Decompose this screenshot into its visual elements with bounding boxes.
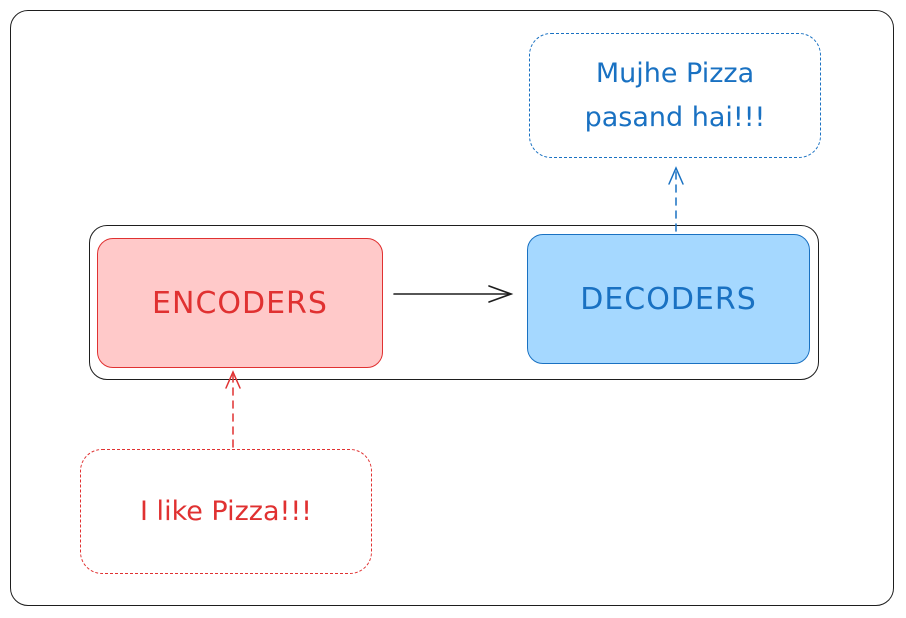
- encoder-block: ENCODERS: [97, 238, 383, 368]
- input-sentence-box: I like Pizza!!!: [80, 449, 372, 574]
- encoder-label: ENCODERS: [152, 285, 328, 321]
- output-sentence-line-2: pasand hai!!!: [584, 101, 766, 133]
- encoder-decoder-container: [89, 225, 819, 380]
- outer-frame: [10, 10, 894, 606]
- output-sentence-box: Mujhe Pizza pasand hai!!!: [529, 33, 821, 158]
- input-sentence: I like Pizza!!!: [140, 495, 312, 527]
- decoder-label: DECODERS: [580, 281, 757, 317]
- decoder-block: DECODERS: [527, 234, 810, 364]
- output-sentence-line-1: Mujhe Pizza: [595, 57, 755, 89]
